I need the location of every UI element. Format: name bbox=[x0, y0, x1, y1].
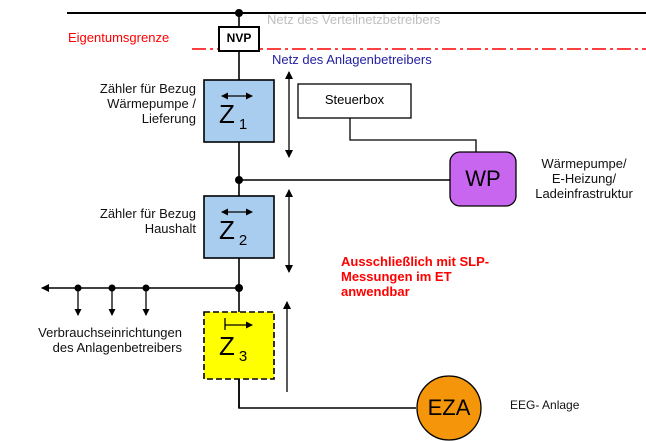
consumer-dot-1 bbox=[74, 284, 82, 292]
wp-desc-line-3: Ladeinfrastruktur bbox=[535, 185, 633, 201]
meter-3-index: 3 bbox=[238, 348, 248, 366]
meter-2-desc-line-1: Zähler für Bezug bbox=[99, 206, 196, 221]
eza-label: EZA bbox=[427, 395, 471, 420]
meter-2-box bbox=[203, 195, 275, 259]
meter-1-box bbox=[203, 79, 275, 143]
slp-note-line-2: Messungen im ET bbox=[341, 268, 452, 284]
wp-box bbox=[449, 151, 517, 207]
wp-description: Wärmepumpe/ E-Heizung/ Ladeinfrastruktur bbox=[522, 156, 646, 202]
plant-operator-net-label: Netz des Anlagenbetreibers bbox=[272, 52, 432, 67]
grid-operator-label: Netz des Verteilnetzbetreibers bbox=[267, 12, 441, 27]
nvp-box bbox=[218, 26, 260, 52]
wp-desc-line-2: E-Heizung/ bbox=[551, 170, 617, 186]
wp-desc-line-1: Wärmepumpe/ bbox=[541, 156, 627, 171]
meter-1-letter: Z bbox=[219, 99, 235, 129]
control-line bbox=[349, 118, 477, 152]
meter-2-desc-line-2: Haushalt bbox=[144, 220, 196, 236]
meter-1-desc-line-3: Lieferung bbox=[141, 110, 196, 126]
eza-circle bbox=[416, 375, 482, 441]
consumers-description: Verbrauchseinrichtungen des Anlagenbetre… bbox=[4, 325, 182, 356]
meter-2-letter: Z bbox=[219, 215, 235, 245]
slp-note-line-1: Ausschließlich mit SLP- bbox=[341, 254, 490, 269]
consumers-desc-line-2: des Anlagenbetreibers bbox=[52, 339, 182, 355]
eza-connection-line bbox=[238, 379, 416, 409]
meter-2-description: Zähler für Bezug Haushalt bbox=[60, 206, 196, 237]
consumer-dot-2 bbox=[108, 284, 116, 292]
eeg-label: EEG- Anlage bbox=[510, 398, 580, 412]
nvp-label: NVP bbox=[226, 31, 252, 45]
consumers-desc-line-1: Verbrauchseinrichtungen bbox=[38, 325, 182, 340]
control-box-label: Steuerbox bbox=[324, 92, 385, 107]
meter-2-index: 2 bbox=[238, 232, 248, 250]
property-limit-label: Eigentumsgrenze bbox=[68, 30, 170, 45]
meter-1-index: 1 bbox=[238, 116, 248, 134]
consumer-dot-3 bbox=[142, 284, 150, 292]
slp-note-line-3: anwendbar bbox=[341, 283, 410, 299]
wp-label: WP bbox=[465, 166, 501, 191]
slp-note: Ausschließlich mit SLP- Messungen im ET … bbox=[341, 254, 490, 300]
meter-1-desc-line-2: Wärmepumpe / bbox=[107, 95, 196, 111]
meter-1-desc-line-1: Zähler für Bezug bbox=[99, 81, 196, 96]
control-box bbox=[297, 83, 412, 119]
meter-1-description: Zähler für Bezug Wärmepumpe / Lieferung bbox=[60, 81, 196, 127]
meter-3-letter: Z bbox=[219, 331, 235, 361]
